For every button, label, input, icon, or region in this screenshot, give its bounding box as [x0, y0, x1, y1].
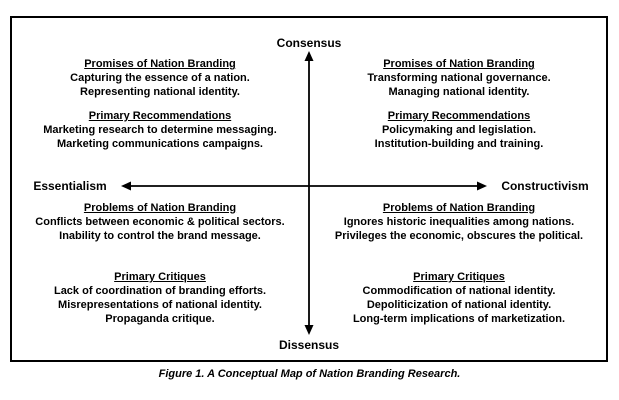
section-line: Marketing research to determine messagin…: [43, 124, 277, 136]
section-line: Depoliticization of national identity.: [366, 299, 552, 311]
section-line: Misrepresentations of national identity.: [58, 299, 262, 311]
quadrant-section: Primary Recommendations Policymaking and…: [316, 109, 602, 151]
quadrant-top-right: Promises of Nation Branding Transforming…: [316, 57, 602, 151]
section-line: Transforming national governance.: [367, 72, 551, 84]
figure-caption: Figure 1. A Conceptual Map of Nation Bra…: [158, 368, 461, 380]
quadrant-top-left: Promises of Nation Branding Capturing th…: [18, 57, 302, 151]
section-heading: Promises of Nation Branding: [383, 58, 535, 70]
section-line: Institution-building and training.: [374, 138, 544, 150]
quadrant-section: Primary Recommendations Marketing resear…: [18, 109, 302, 151]
axis-label-constructivism: Constructivism: [501, 179, 589, 193]
quadrant-section: Primary Critiques Commodification of nat…: [312, 270, 606, 326]
section-line: Long-term implications of marketization.: [352, 313, 566, 325]
section-line: Commodification of national identity.: [362, 285, 556, 297]
section-line: Inability to control the brand message.: [59, 230, 261, 242]
section-line: Capturing the essence of a nation.: [70, 72, 250, 84]
section-heading: Problems of Nation Branding: [382, 202, 536, 214]
section-heading: Problems of Nation Branding: [83, 202, 237, 214]
axis-label-dissensus: Dissensus: [278, 338, 340, 352]
section-line: Marketing communications campaigns.: [57, 138, 263, 150]
quadrant-section: Promises of Nation Branding Capturing th…: [18, 57, 302, 99]
quadrant-bottom-right: Problems of Nation Branding Ignores hist…: [312, 201, 606, 326]
section-heading: Primary Critiques: [114, 271, 206, 283]
section-line: Representing national identity.: [80, 86, 240, 98]
axis-label-essentialism: Essentialism: [33, 179, 107, 193]
section-heading: Primary Critiques: [413, 271, 505, 283]
section-heading: Primary Recommendations: [387, 110, 531, 122]
section-line: Managing national identity.: [388, 86, 530, 98]
section-line: Ignores historic inequalities among nati…: [343, 216, 575, 228]
quadrant-section: Problems of Nation Branding Conflicts be…: [14, 201, 306, 243]
quadrant-section: Primary Critiques Lack of coordination o…: [14, 270, 306, 326]
quadrant-section: Promises of Nation Branding Transforming…: [316, 57, 602, 99]
section-line: Conflicts between economic & political s…: [35, 216, 285, 228]
quadrant-bottom-left: Problems of Nation Branding Conflicts be…: [14, 201, 306, 326]
section-line: Propaganda critique.: [105, 313, 215, 325]
section-line: Privileges the economic, obscures the po…: [334, 230, 584, 242]
section-line: Policymaking and legislation.: [381, 124, 537, 136]
section-line: Lack of coordination of branding efforts…: [53, 285, 267, 297]
axis-label-consensus: Consensus: [276, 36, 342, 50]
section-heading: Primary Recommendations: [88, 110, 232, 122]
section-heading: Promises of Nation Branding: [84, 58, 236, 70]
quadrant-section: Problems of Nation Branding Ignores hist…: [312, 201, 606, 243]
